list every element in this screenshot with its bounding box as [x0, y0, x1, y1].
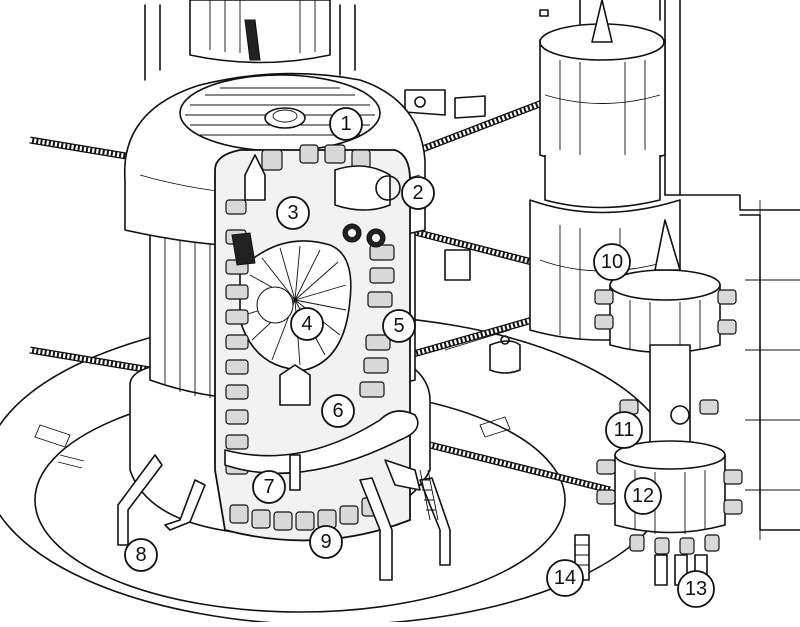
hatch-stairs — [384, 459, 421, 491]
svg-text:3: 3 — [287, 202, 298, 224]
callout-10: 10 — [593, 243, 631, 281]
svg-text:4: 4 — [301, 313, 312, 335]
svg-text:5: 5 — [393, 315, 404, 337]
callout-9: 9 — [309, 525, 343, 559]
svg-text:14: 14 — [554, 567, 576, 589]
door-panel — [444, 249, 471, 281]
right-wall — [539, 9, 800, 540]
svg-text:10: 10 — [601, 251, 623, 273]
bottom-pipe-ring — [224, 410, 419, 475]
callout-8: 8 — [124, 538, 158, 572]
core-center — [256, 286, 294, 324]
callout-13: 13 — [677, 570, 715, 608]
svg-text:13: 13 — [685, 578, 707, 600]
right-module-stack — [359, 244, 395, 398]
main-vessel — [123, 72, 431, 542]
upper-screw — [244, 19, 261, 61]
floor-slots — [34, 416, 511, 469]
callout-12: 12 — [624, 477, 662, 515]
svg-text:12: 12 — [632, 485, 654, 507]
svg-text:7: 7 — [263, 476, 274, 498]
secondary-modules — [594, 289, 743, 555]
callout-4: 4 — [290, 307, 324, 341]
svg-text:2: 2 — [412, 182, 423, 204]
callout-1: 1 — [329, 107, 363, 141]
secondary-vessel — [574, 219, 743, 586]
bottom-module-row — [229, 497, 381, 531]
wall-panels — [404, 89, 486, 119]
callout-14: 14 — [546, 559, 584, 597]
callout-2: 2 — [401, 176, 435, 210]
top-hatch — [264, 107, 306, 129]
valve-assembly — [334, 165, 391, 211]
secondary-spike — [654, 219, 681, 271]
svg-text:6: 6 — [332, 400, 343, 422]
svg-text:9: 9 — [320, 531, 331, 553]
background-worker — [489, 335, 521, 374]
top-thruster-cluster — [231, 144, 401, 266]
svg-text:1: 1 — [340, 113, 351, 135]
right-tower-spike — [591, 0, 613, 43]
callout-3: 3 — [276, 196, 310, 230]
support-leg-right — [359, 477, 393, 581]
callout-5: 5 — [382, 309, 416, 343]
svg-text:11: 11 — [614, 419, 635, 441]
callout-6: 6 — [321, 394, 355, 428]
upper-shaft — [189, 0, 331, 64]
callout-11: 11 — [605, 411, 643, 449]
svg-text:8: 8 — [135, 544, 146, 566]
callout-7: 7 — [252, 470, 286, 504]
